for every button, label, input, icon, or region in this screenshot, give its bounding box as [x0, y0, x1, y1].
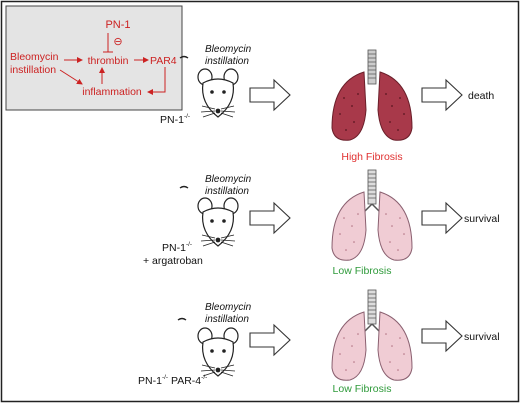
lung-high-fibrosis-icon: [331, 49, 413, 141]
mouse-icon: [197, 327, 239, 377]
lung-low-fibrosis-icon: [331, 169, 413, 261]
mouse-icon: [197, 68, 239, 118]
row-pn1-ko-argatroban: Bleomycin instillation PN-1-/- + argatro…: [143, 169, 500, 277]
arrow-to-outcome: [421, 202, 463, 234]
instillation-mark: [177, 317, 187, 321]
treatment-label-line1: Bleomycin: [205, 44, 252, 55]
arrow-to-lung: [249, 324, 291, 356]
inhibit-symbol: ⊖: [113, 36, 122, 48]
mechanism-inset: PN-1 ⊖ Bleomycin instillation thrombin P…: [5, 5, 183, 111]
instillation-mark: [179, 55, 189, 59]
arrow-to-outcome: [421, 320, 463, 352]
inset-instillation: instillation: [10, 64, 56, 76]
outcome-label: death: [468, 90, 494, 102]
row-pn1-ko: Bleomycin instillation PN-1-/- High Fibr…: [160, 44, 494, 163]
inset-pn1: PN-1: [105, 19, 130, 31]
inset-thrombin: thrombin: [88, 55, 129, 67]
fibrosis-label: Low Fibrosis: [333, 383, 392, 395]
fibrosis-label: Low Fibrosis: [333, 265, 392, 277]
arrow-to-lung: [249, 79, 291, 111]
instillation-mark: [179, 185, 189, 189]
outcome-label: survival: [464, 213, 500, 225]
fibrosis-label: High Fibrosis: [341, 151, 402, 163]
row-pn1-par4-dko: Bleomycin instillation PN-1-/- PAR-4-/- …: [138, 289, 500, 395]
inset-par4: PAR4: [150, 55, 177, 67]
mouse-icon: [197, 197, 239, 247]
inset-bleomycin: Bleomycin: [10, 51, 59, 63]
genotype-label: PN-1-/-: [160, 113, 190, 126]
treatment-label-line2: instillation: [205, 314, 249, 325]
arrow-par4-inflammation: [147, 67, 166, 95]
arrow-bleomycin-inflammation: [59, 69, 83, 85]
arrow-to-lung: [249, 202, 291, 234]
treatment-label-line2: instillation: [205, 56, 249, 67]
arrow-to-outcome: [421, 79, 463, 111]
treatment-note: + argatroban: [143, 255, 203, 267]
genotype-label: PN-1-/-: [162, 241, 192, 254]
treatment-label-line1: Bleomycin: [205, 302, 252, 313]
treatment-label-line2: instillation: [205, 186, 249, 197]
lung-low-fibrosis-icon: [331, 289, 413, 381]
inset-inflammation: inflammation: [82, 86, 142, 98]
outcome-label: survival: [464, 331, 500, 343]
treatment-label-line1: Bleomycin: [205, 174, 252, 185]
genotype-label: PN-1-/- PAR-4-/-: [138, 374, 207, 387]
